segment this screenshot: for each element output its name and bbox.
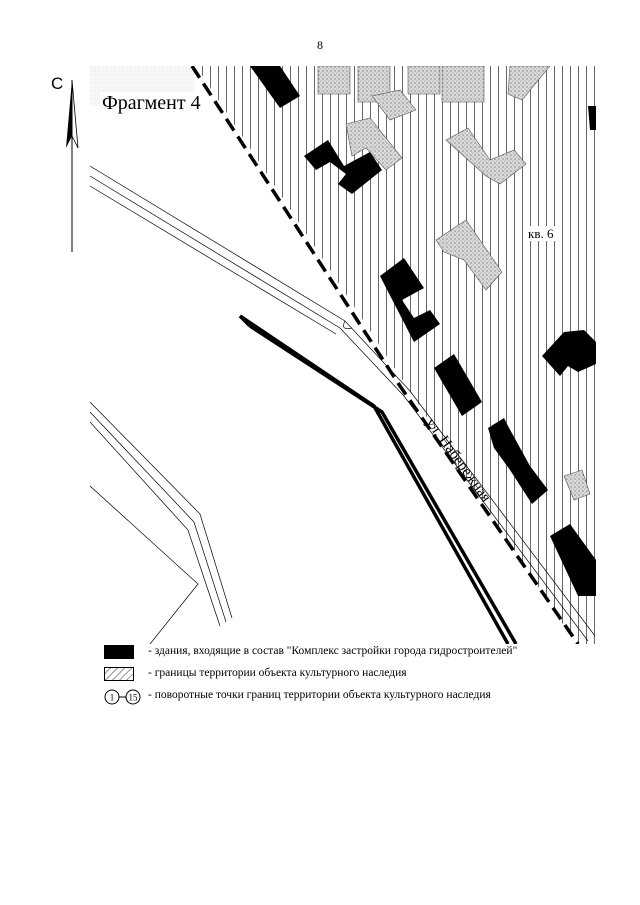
legend-item-boundary: - границы территории объекта культурного… [104,664,624,686]
legend-text-buildings: - здания, входящие в состав "Комплекс за… [148,645,518,657]
numbered-points-icon: 1 15 [104,689,141,705]
north-arrow-icon [66,79,79,252]
heritage-territory [196,66,596,644]
fragment-title: Фрагмент 4 [100,92,203,114]
legend-item-points: 1 15 - поворотные точки границ территори… [104,686,624,708]
black-buildings [250,66,596,596]
point-to: 15 [129,693,139,703]
map-fragment [90,66,596,644]
legend-text-points: - поворотные точки границ территории объ… [148,689,491,701]
legend-text-boundary: - границы территории объекта культурного… [148,667,407,679]
grey-buildings [317,66,591,501]
road-lines [90,165,596,644]
boundary-dashed-line [190,66,580,644]
legend-item-buildings: - здания, входящие в состав "Комплекс за… [104,642,624,664]
channel-outline [238,314,518,644]
hatched-rect-icon [104,667,134,681]
page-number: 8 [317,38,323,52]
point-from: 1 [110,693,115,703]
legend: - здания, входящие в состав "Комплекс за… [104,642,624,708]
north-label: С [51,74,64,93]
solid-black-rect-icon [104,645,134,659]
quarter-label: кв. 6 [526,226,556,241]
